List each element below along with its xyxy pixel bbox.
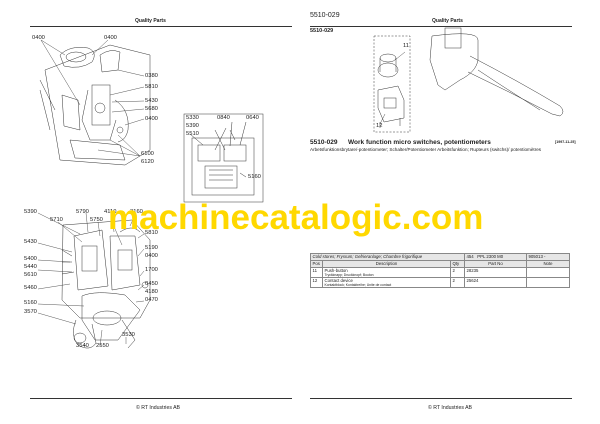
note-cell <box>526 267 570 278</box>
pos-cell: 12 <box>310 277 323 288</box>
header-rule <box>30 26 292 27</box>
control-handle-assembly-drawing <box>37 39 264 349</box>
part-label: 3570 <box>24 309 37 315</box>
table-header-row: Pos Description Qty Part No Note <box>310 260 570 268</box>
part-label: 5190 <box>145 245 158 251</box>
column-header: Note <box>526 260 570 268</box>
column-header: Part No <box>464 260 527 268</box>
column-header: Pos <box>310 260 323 268</box>
part-label: 5810 <box>145 230 158 236</box>
part-label: 6100 <box>141 151 154 157</box>
part-label: 5810 <box>145 84 158 90</box>
part-no-cell: 25624 <box>464 277 527 288</box>
column-header: Qty <box>450 260 465 268</box>
figure-label: 12 <box>376 123 383 129</box>
part-label: 4180 <box>145 289 158 295</box>
part-label: 0400 <box>145 253 158 259</box>
header-rule <box>310 26 572 27</box>
part-label: 5400 <box>24 256 37 262</box>
section-number-title: 5510-029 <box>310 139 338 146</box>
section-title: Work function micro switches, potentiome… <box>348 139 491 146</box>
inset-label: 0840 <box>217 115 230 121</box>
part-label: 5390 <box>24 209 37 215</box>
part-label: 2550 <box>96 343 109 349</box>
pos-cell: 11 <box>310 267 323 278</box>
part-no-cell: 28235 <box>464 267 527 278</box>
section-subtitle: Arbetsfunktionsbrytare/-potentiometer; S… <box>310 147 542 152</box>
part-label: 0380 <box>145 73 158 79</box>
part-label: 5710 <box>50 217 63 223</box>
part-label: 5430 <box>145 98 158 104</box>
right-page-footer: © RT Industries AB <box>428 405 472 411</box>
inset-label: 5160 <box>248 174 261 180</box>
part-label: 0400 <box>32 35 45 41</box>
watermark-text: machinecatalogic.com <box>108 198 484 237</box>
doc-number: 5510-029 <box>310 12 340 19</box>
inset-label: 5330 <box>186 115 199 121</box>
right-page-header: Quality Parts <box>432 18 463 24</box>
footer-rule <box>310 398 572 399</box>
part-label: 5440 <box>24 264 37 270</box>
left-page: Quality Parts © RT Industries AB <box>30 18 292 411</box>
part-label: 5460 <box>24 285 37 291</box>
part-label: 5750 <box>90 217 103 223</box>
part-label: 6120 <box>141 159 154 165</box>
left-page-footer: © RT Industries AB <box>136 405 180 411</box>
section-number: 5510-029 <box>310 28 334 34</box>
part-label: 5160 <box>24 300 37 306</box>
table-cell: 454 PPL 2300 M0 <box>464 253 527 261</box>
qty-cell: 2 <box>450 267 465 278</box>
column-header: Description <box>322 260 451 268</box>
part-label: 5790 <box>76 209 89 215</box>
part-label: 3160 <box>130 209 143 215</box>
part-label: 0400 <box>104 35 117 41</box>
parts-table: Cold stores; Frysrum; Gefrieranlage; Cha… <box>310 253 570 288</box>
left-page-header: Quality Parts <box>135 18 166 24</box>
table-info-row: Cold stores; Frysrum; Gefrieranlage; Cha… <box>310 253 570 261</box>
part-label: 5610 <box>24 272 37 278</box>
inset-label: 5390 <box>186 123 199 129</box>
footer-rule <box>30 398 292 399</box>
part-label: 3540 <box>76 343 89 349</box>
revision-date: [1997-11-25] <box>555 140 576 144</box>
inset-label: 0640 <box>246 115 259 121</box>
part-label: 5430 <box>24 239 37 245</box>
part-label: 3530 <box>122 332 135 338</box>
part-label: 0470 <box>145 297 158 303</box>
inset-label: 5510 <box>186 131 199 137</box>
part-label: 0450 <box>145 281 158 287</box>
right-page: 5510-029 Quality Parts 5510-029 © RT Ind… <box>300 0 600 424</box>
table-cell: 905013 - <box>526 253 570 261</box>
part-label: 1700 <box>145 267 158 273</box>
table-fits-cell: Cold stores; Frysrum; Gefrieranlage; Cha… <box>310 253 465 261</box>
qty-cell: 2 <box>450 277 465 288</box>
part-label: 0400 <box>145 116 158 122</box>
part-label: 5680 <box>145 106 158 112</box>
note-cell <box>526 277 570 288</box>
part-label: 4110 <box>104 209 117 215</box>
figure-label: 11 <box>403 43 410 49</box>
